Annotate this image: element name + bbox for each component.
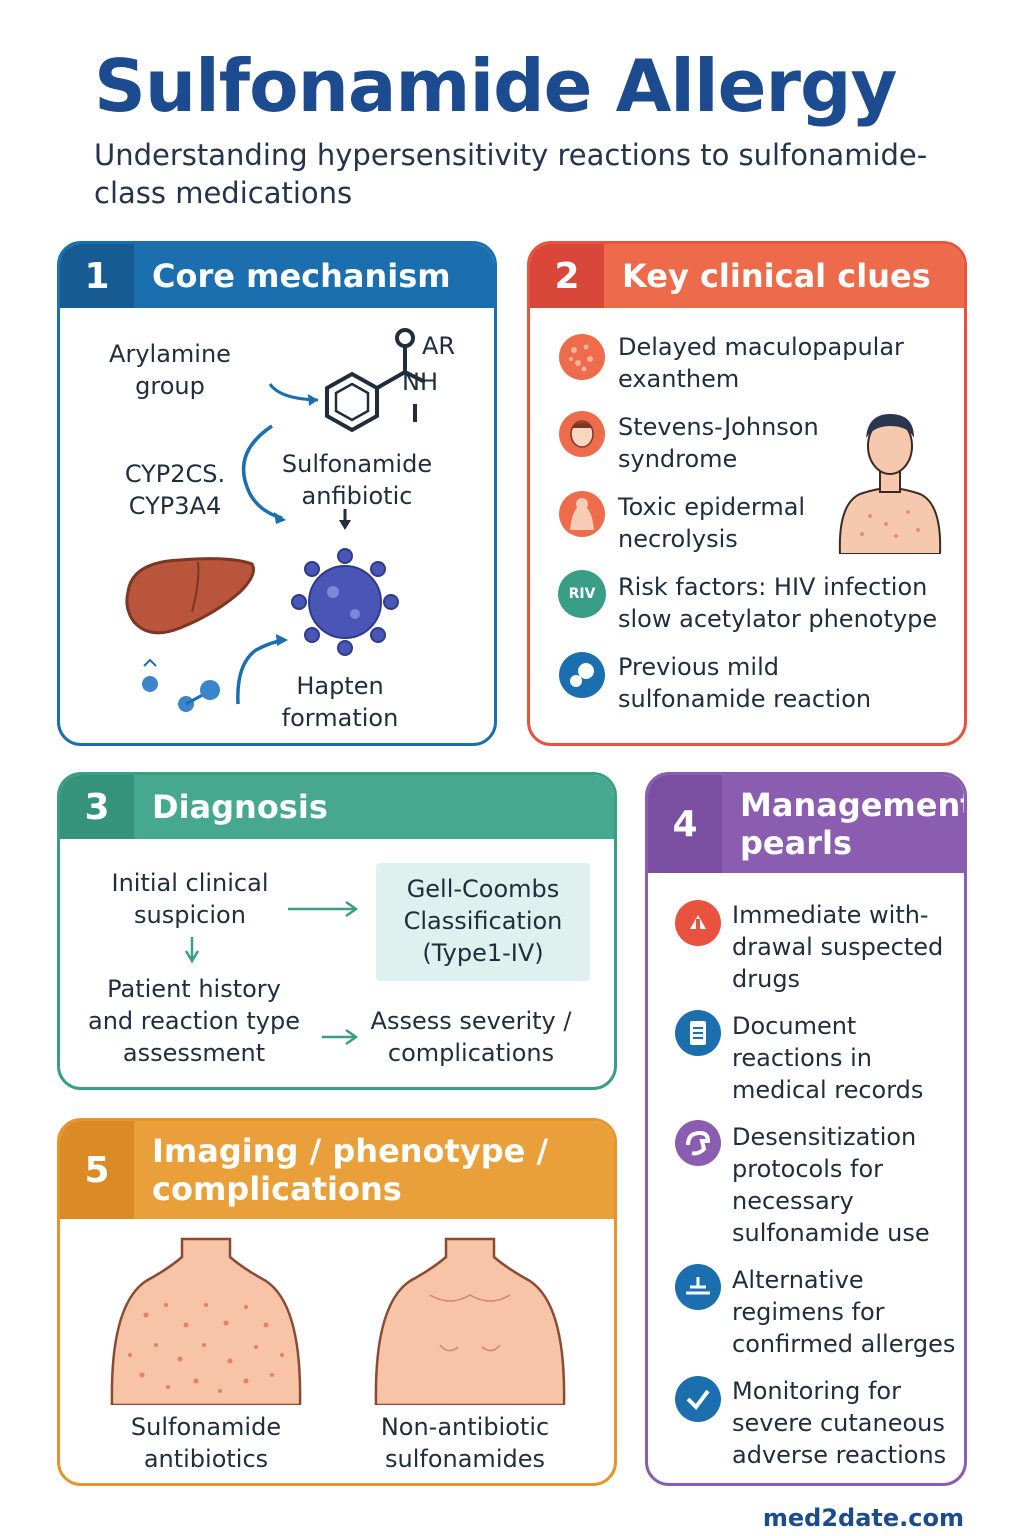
management-item: Document reactions in medical records	[732, 1012, 924, 1104]
gell-coombs-label: Gell-Coombs Classification (Type1-IV)	[403, 875, 563, 967]
patient-history-label: Patient history and reaction type assess…	[87, 975, 300, 1067]
management-item: Alternative regimens for confirmed aller…	[732, 1266, 956, 1358]
panel-number: 3	[60, 775, 134, 839]
panel-core-mechanism: 1 Core mechanism Arylamine group AR NH C…	[57, 241, 497, 746]
clue-item: Toxic epidermal necrolysis	[618, 493, 806, 553]
management-item: Immediate with- drawal suspected drugs	[732, 901, 944, 993]
stop-icon	[675, 900, 721, 946]
face-icon	[559, 411, 605, 457]
panel-header: 1 Core mechanism	[60, 244, 494, 308]
ar-label: AR	[422, 332, 456, 360]
monitor-icon	[675, 1376, 721, 1422]
panel-title: Imaging / phenotype / complications	[152, 1132, 549, 1208]
panel-imaging: 5 Imaging / phenotype / complications Su…	[57, 1118, 617, 1486]
page-title: Sulfonamide Allergy	[94, 44, 897, 128]
protocol-icon	[675, 1120, 721, 1166]
panel-header: 4 Management pearls	[648, 775, 964, 873]
panel-number: 1	[60, 244, 134, 308]
panel-header: 3 Diagnosis	[60, 775, 614, 839]
clue-item: Delayed maculopapular exanthem	[618, 333, 904, 393]
panel-header: 2 Key clinical clues	[530, 244, 964, 308]
panel-clinical-clues: 2 Key clinical clues Delayed maculopapul…	[527, 241, 967, 746]
gell-coombs-box	[376, 863, 590, 981]
benzene-structure-icon	[268, 328, 426, 433]
panel-header: 5 Imaging / phenotype / complications	[60, 1121, 614, 1219]
hiv-badge-text: RIV	[568, 586, 596, 602]
pill-icon	[559, 652, 605, 698]
panel-number: 4	[648, 775, 722, 873]
panel-title: Core mechanism	[152, 257, 451, 295]
document-icon	[675, 1010, 721, 1056]
initial-suspicion-label: Initial clinical suspicion	[111, 869, 269, 929]
clear-torso-icon	[374, 1237, 566, 1405]
page-subtitle: Understanding hypersensitivity reactions…	[94, 138, 928, 210]
diagnosis-arrows-icon	[184, 900, 359, 1046]
sulfonamide-antibiotic-label: Sulfonamide anfibiotic	[281, 450, 433, 510]
clue-item: Previous mild sulfonamide reaction	[618, 653, 872, 713]
clue-item: Risk factors: HIV infection slow acetyla…	[618, 573, 938, 633]
assess-severity-label: Assess severity / complications	[370, 1007, 572, 1067]
sulfonamide-antibiotics-label: Sulfonamide antibiotics	[130, 1413, 282, 1473]
liver-icon	[125, 557, 255, 635]
cyp-enzymes-label: CYP2CS. CYP3A4	[124, 460, 226, 520]
arylamine-label: Arylamine group	[109, 340, 231, 400]
hapten-molecule-icon	[291, 548, 399, 656]
panel-number: 2	[530, 244, 604, 308]
skin-icon	[559, 491, 605, 537]
panel-management: 4 Management pearls Immediate with- draw…	[645, 772, 967, 1486]
rash-torso-icon	[110, 1237, 302, 1405]
management-item: Desensitization protocols for necessary …	[732, 1123, 930, 1247]
rash-icon	[559, 334, 605, 380]
panel-title: Diagnosis	[152, 788, 328, 826]
non-antibiotic-label: Non-antibiotic sulfonamides	[380, 1413, 550, 1473]
panel-title: Management pearls	[740, 786, 967, 862]
panel-diagnosis: 3 Diagnosis Initial clinical suspicion G…	[57, 772, 617, 1090]
brand-link[interactable]: med2date.com	[762, 1504, 964, 1532]
management-item: Monitoring for severe cutaneous adverse …	[732, 1377, 947, 1469]
hapten-formation-label: Hapten formation	[281, 672, 399, 732]
panel-title: Key clinical clues	[622, 257, 931, 295]
pathway-arrows-icon	[241, 424, 351, 530]
balance-icon	[675, 1264, 721, 1310]
panel-number: 5	[60, 1121, 134, 1219]
clue-item: Stevens-Johnson syndrome	[618, 413, 819, 473]
molecules-icon	[142, 634, 288, 712]
hiv-icon: RIV	[558, 570, 606, 618]
patient-figure-icon	[838, 414, 942, 554]
